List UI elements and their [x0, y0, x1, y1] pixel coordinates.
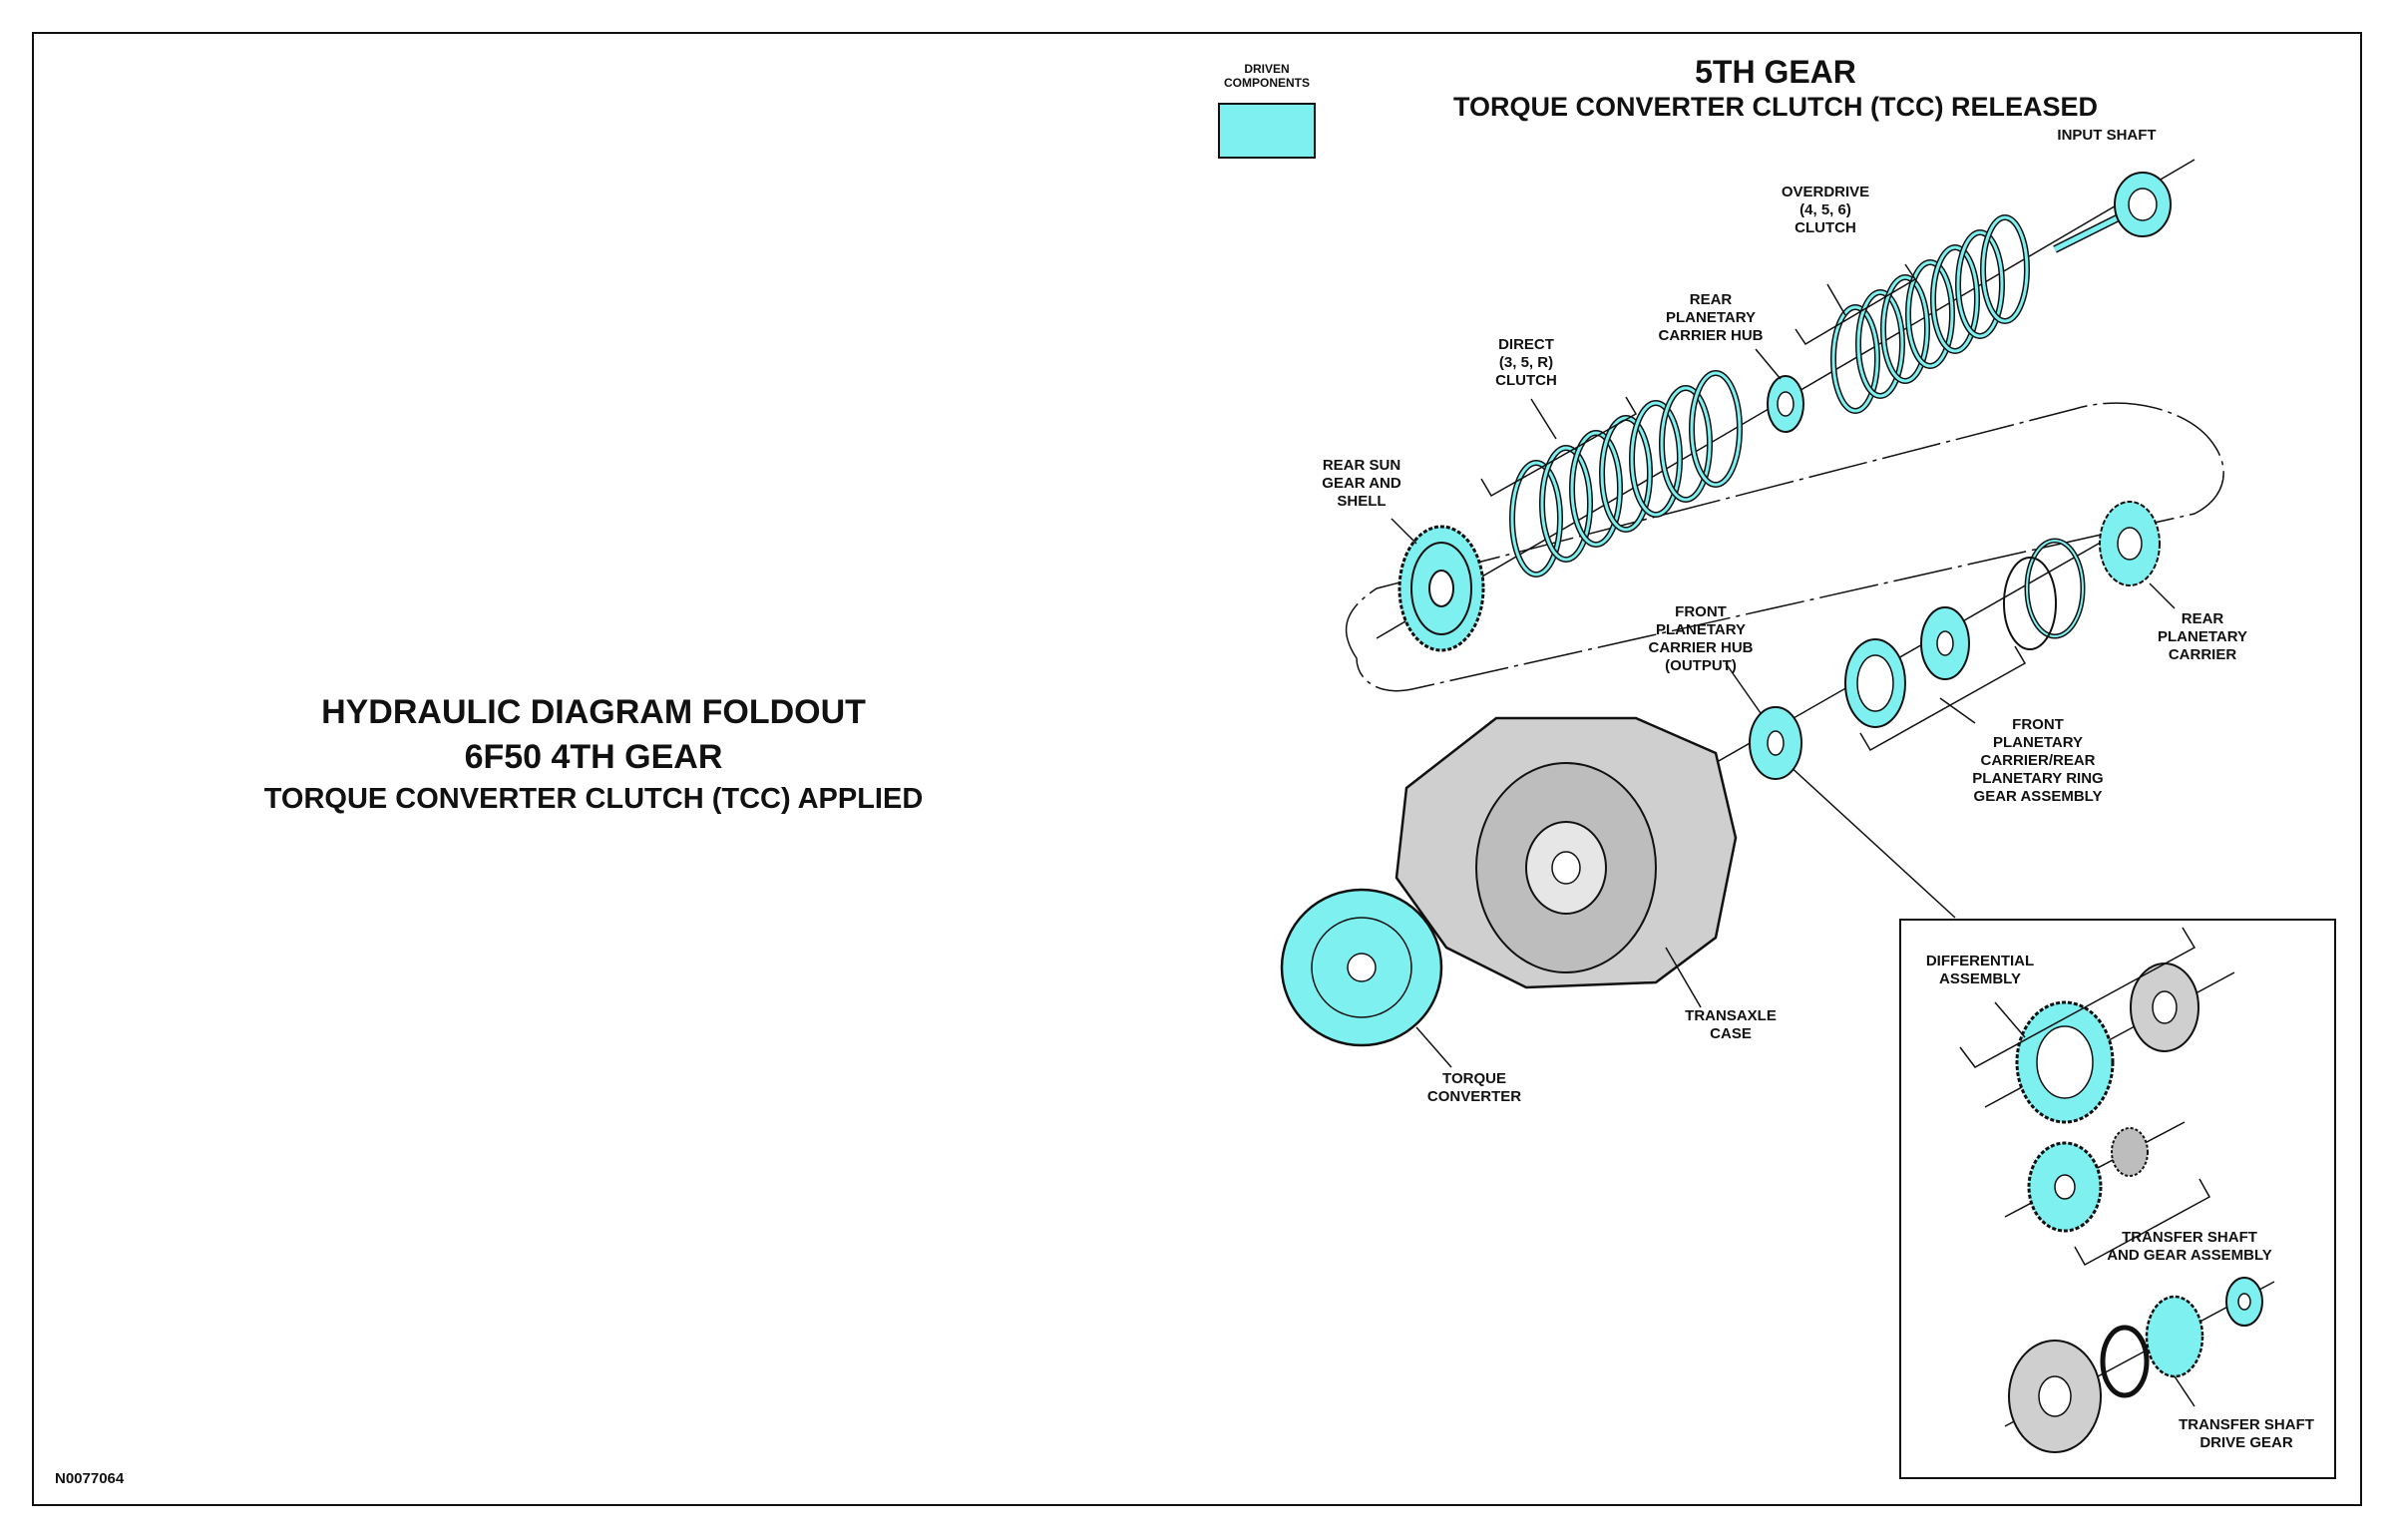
label-rear-planetary-carrier: REAR PLANETARY CARRIER	[2158, 610, 2247, 663]
legend-label: DRIVEN COMPONENTS	[1223, 62, 1311, 90]
front-assembly-bracket	[1859, 645, 2027, 752]
page-frame	[32, 32, 2362, 1506]
figure-id: N0077064	[55, 1470, 125, 1487]
torque-converter	[1280, 888, 1443, 1047]
page-title: 5TH GEAR	[1695, 54, 1856, 90]
foldout-title-line3: TORQUE CONVERTER CLUTCH (TCC) APPLIED	[263, 783, 924, 815]
rear-sun-gear	[1397, 525, 1485, 652]
direct-bracket	[1480, 396, 1638, 498]
transaxle-case	[1395, 716, 1738, 989]
transfer-shaft-gear	[2027, 1127, 2149, 1233]
transfer-shaft-drive-gear	[2008, 1277, 2263, 1453]
label-torque-converter: TORQUE CONVERTER	[1426, 1070, 1522, 1105]
label-rear-planetary-carrier-hub: REAR PLANETARY CARRIER HUB	[1658, 291, 1764, 344]
label-direct-clutch: DIRECT (3, 5, R) CLUTCH	[1495, 336, 1557, 389]
direct-clutch	[1509, 370, 1743, 578]
rear-planetary-carrier-hub	[1767, 375, 1804, 433]
front-hub-leader	[1725, 662, 1762, 714]
converter-leader	[1415, 1026, 1452, 1068]
rear-carrier-leader	[2149, 582, 2176, 609]
drive-gear-leader	[2174, 1375, 2195, 1407]
differential-assembly	[2015, 962, 2199, 1124]
rear-hub-leader	[1755, 348, 1782, 380]
legend-swatch	[1218, 103, 1316, 159]
rear-sun-leader	[1391, 518, 1417, 545]
label-front-planetary-carrier-hub: FRONT PLANETARY CARRIER HUB (OUTPUT)	[1648, 603, 1754, 674]
label-differential-assembly: DIFFERENTIAL ASSEMBLY	[1925, 953, 2035, 987]
inset-box	[1899, 919, 2336, 1479]
label-input-shaft: INPUT SHAFT	[2057, 127, 2157, 144]
case-leader	[1665, 947, 1702, 1008]
foldout-title-line2: 6F50 4TH GEAR	[464, 738, 723, 776]
label-overdrive-clutch: OVERDRIVE (4, 5, 6) CLUTCH	[1781, 184, 1870, 236]
diff-bracket	[1959, 927, 2196, 1068]
page-subtitle: TORQUE CONVERTER CLUTCH (TCC) RELEASED	[1452, 92, 2098, 122]
label-transaxle-case: TRANSAXLE CASE	[1685, 1007, 1777, 1042]
overdrive-clutch	[1830, 214, 2030, 414]
label-transfer-shaft-drive-gear: TRANSFER SHAFT DRIVE GEAR	[2179, 1416, 2314, 1451]
front-planetary-assembly	[1844, 538, 2086, 728]
overdrive-bracket	[1795, 263, 1917, 346]
label-rear-sun-gear: REAR SUN GEAR AND SHELL	[1322, 457, 1401, 510]
output-axis-line	[1775, 752, 1956, 919]
transfer-bracket	[2074, 1178, 2211, 1267]
group-boundary	[1346, 402, 2224, 692]
label-front-planetary-assembly: FRONT PLANETARY CARRIER/REAR PLANETARY R…	[1972, 716, 2104, 805]
foldout-title-line1: HYDRAULIC DIAGRAM FOLDOUT	[321, 693, 866, 731]
front-planetary-carrier-hub	[1749, 706, 1802, 780]
label-transfer-shaft-gear: TRANSFER SHAFT AND GEAR ASSEMBLY	[2107, 1229, 2272, 1264]
rear-planetary-carrier	[2099, 501, 2161, 586]
input-shaft	[2053, 172, 2172, 253]
